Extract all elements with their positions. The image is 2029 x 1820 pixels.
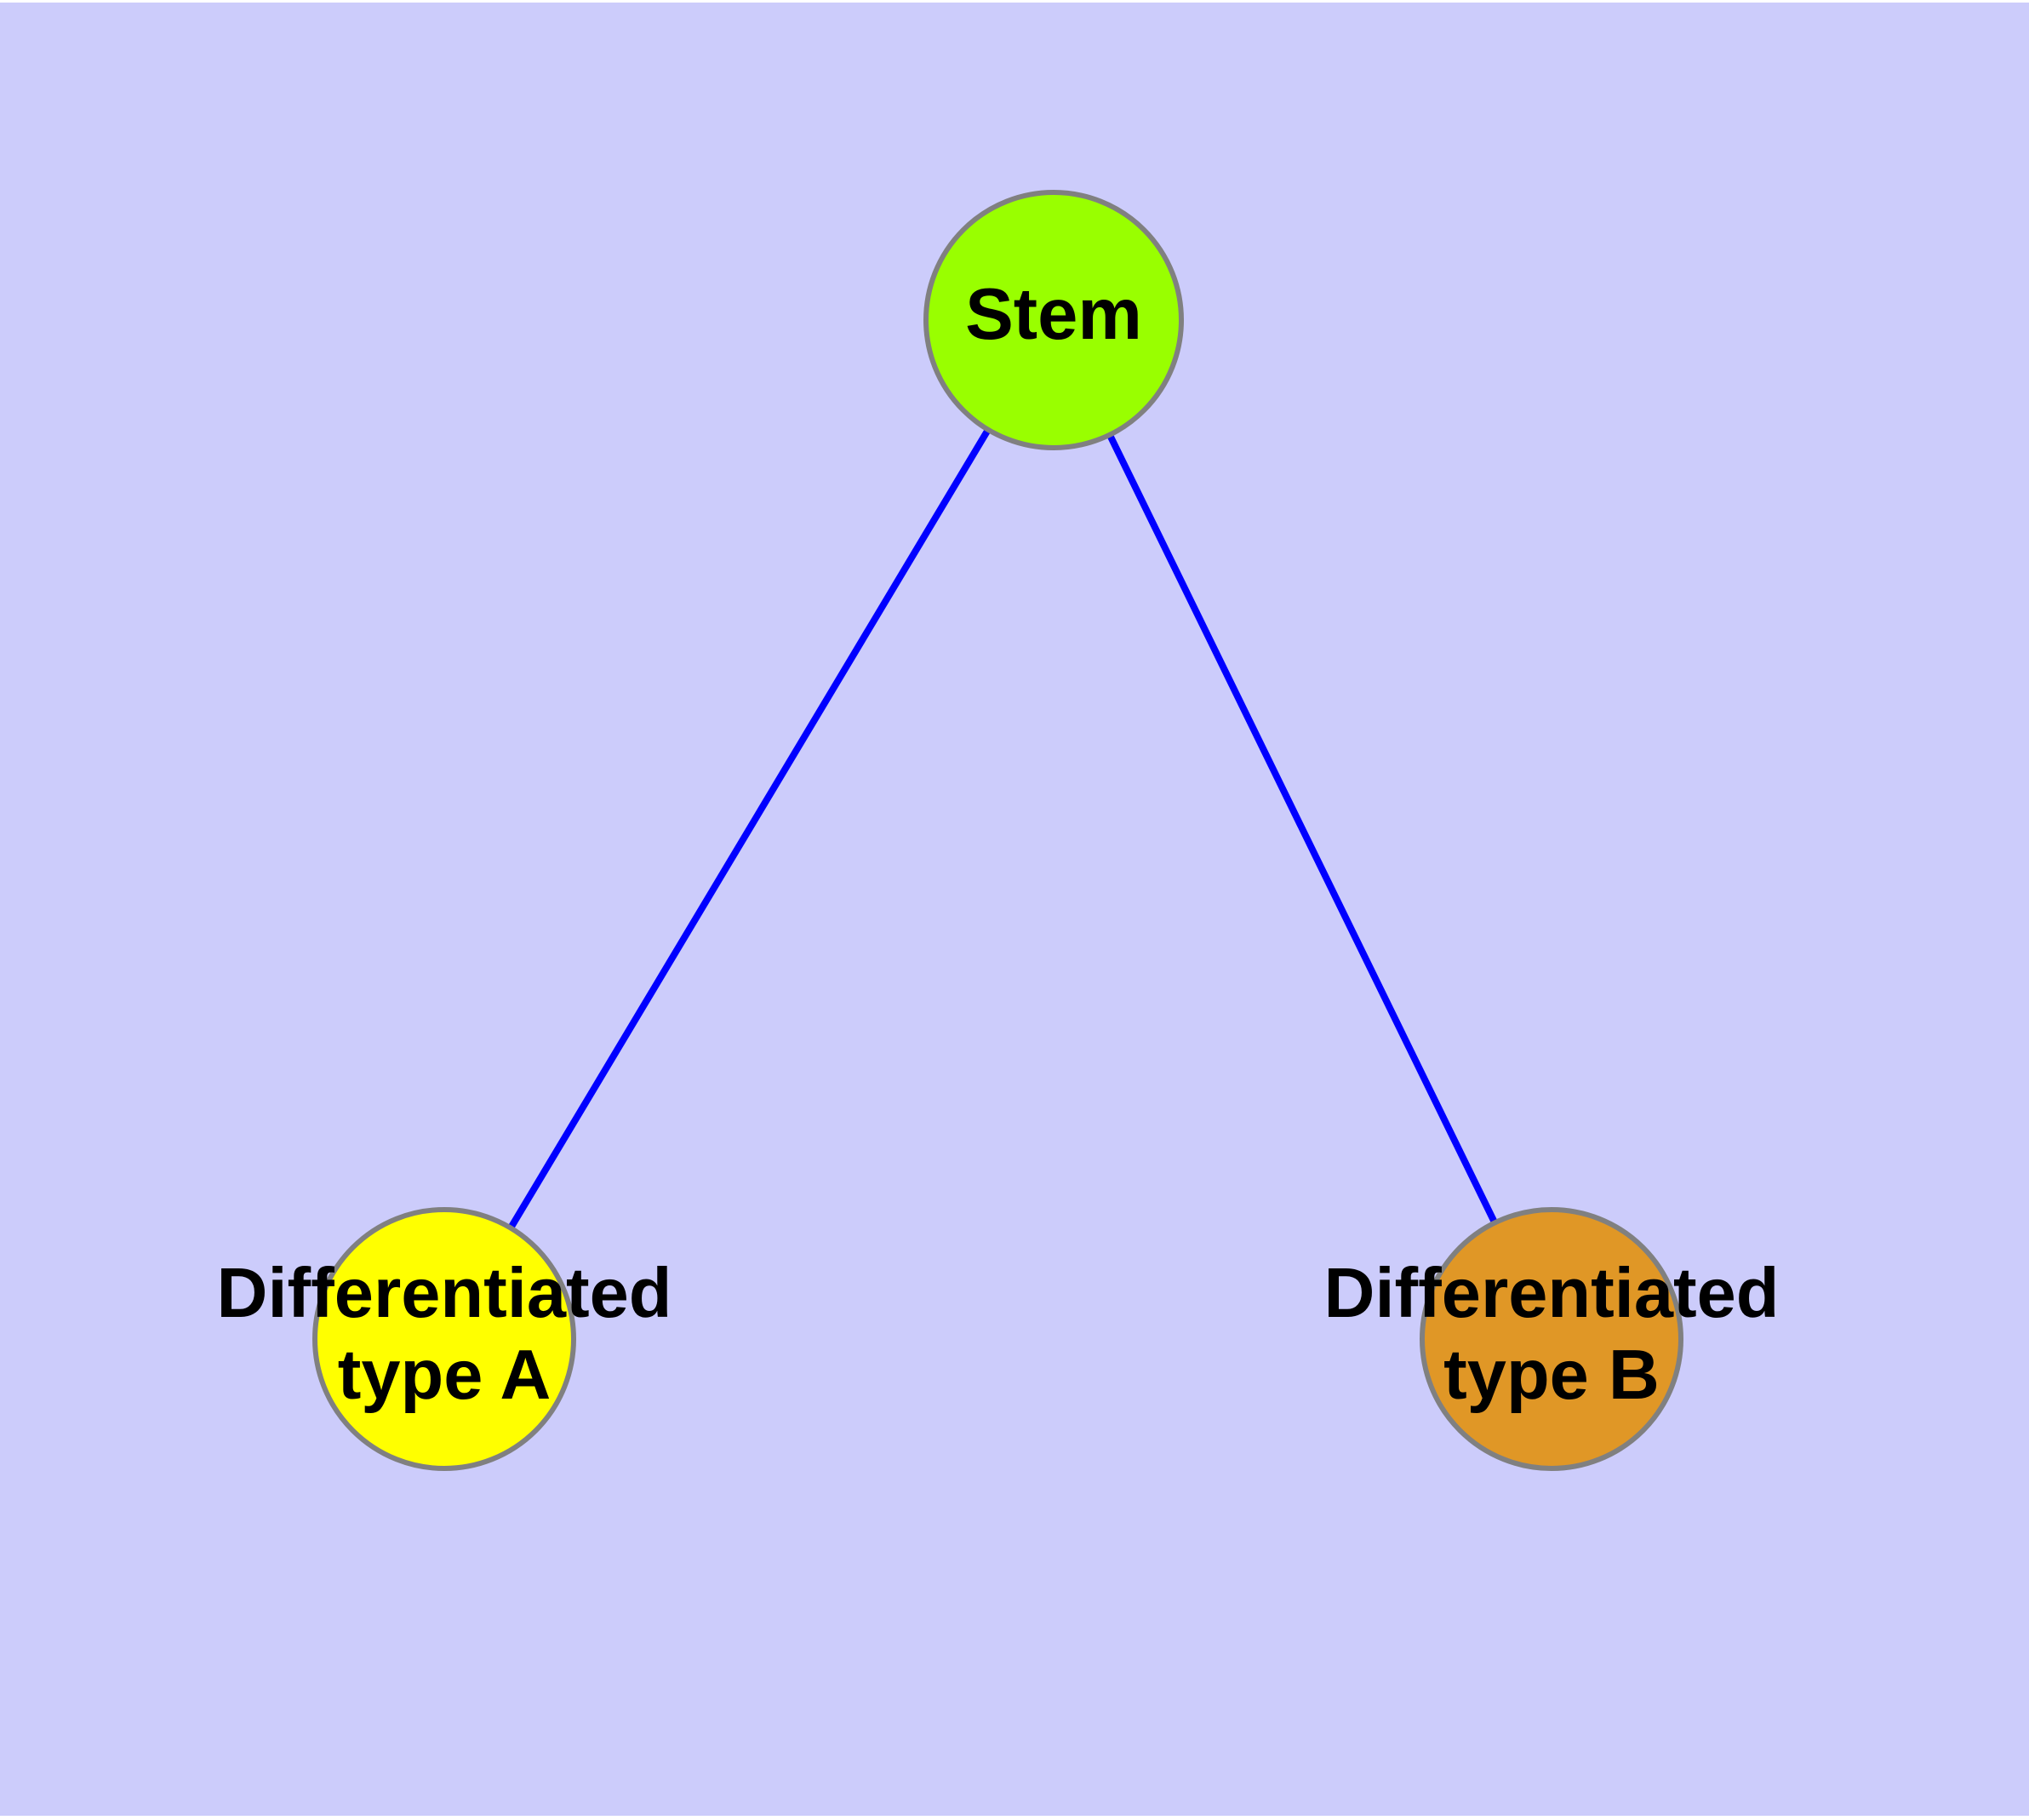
node-circle-stem[interactable] — [923, 190, 1184, 450]
graph-node-stem[interactable]: Stem — [923, 190, 1184, 450]
graph-edge-stem-diff_a — [506, 425, 993, 1233]
edges-group — [506, 425, 1500, 1233]
node-label-line: Differentiated — [217, 1253, 672, 1332]
node-circle-diff_a[interactable] — [312, 1207, 576, 1471]
node-label-stem: Stem — [965, 274, 1142, 355]
node-label-line: type B — [1443, 1335, 1660, 1414]
node-circle-diff_b[interactable] — [1420, 1207, 1683, 1471]
node-label-line: Stem — [965, 274, 1142, 355]
graph-edge-stem-diff_b — [1105, 430, 1500, 1228]
node-label-line: type A — [338, 1335, 552, 1414]
node-label-line: Differentiated — [1324, 1253, 1780, 1332]
